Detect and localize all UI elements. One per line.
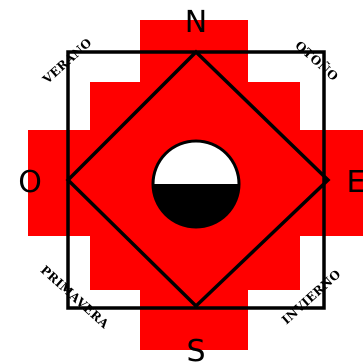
season-label-otono: OTOÑO	[292, 37, 341, 83]
center-circle	[153, 141, 239, 227]
south-label: S	[186, 334, 205, 363]
west-label: O	[18, 165, 42, 200]
east-label: E	[347, 165, 363, 200]
north-label: N	[185, 5, 207, 40]
